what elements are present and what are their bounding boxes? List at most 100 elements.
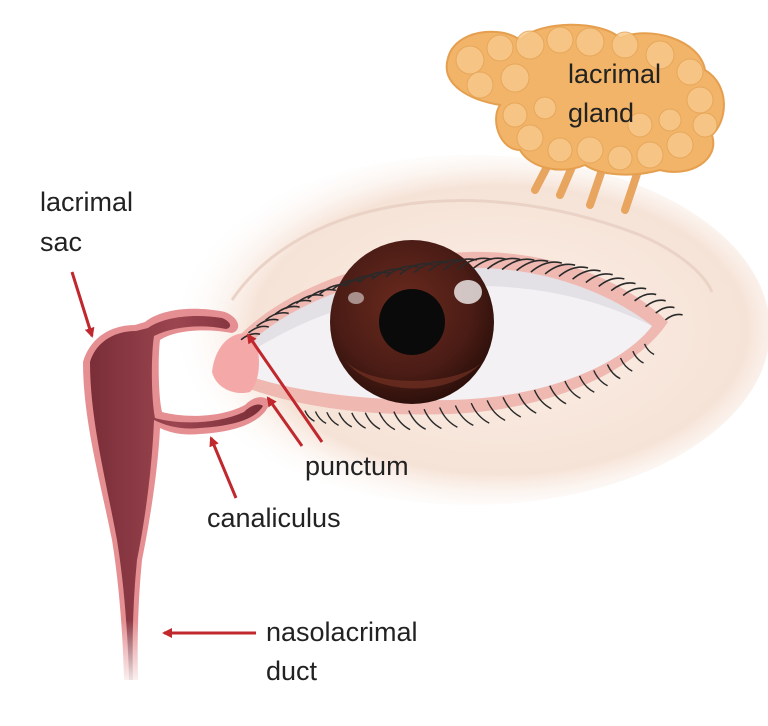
lower-eyelash <box>438 407 458 428</box>
lower-eyelash <box>549 385 567 405</box>
upper-eyelash <box>307 288 337 300</box>
lower-eyelash <box>564 380 581 399</box>
upper-eyelash <box>622 287 647 297</box>
gland-lobule <box>455 45 485 75</box>
gland-lobule <box>692 112 718 138</box>
arrow-punctum-lower <box>266 396 304 447</box>
lower-eyelash <box>643 343 655 356</box>
eye-reflection-small <box>348 292 364 304</box>
gland-ducts <box>531 156 644 214</box>
label-lacrimal-gland-line2: gland <box>568 98 635 128</box>
gland-lobule <box>666 131 694 159</box>
lower-eyelash <box>470 402 490 424</box>
lower-eyelash <box>486 400 506 421</box>
lower-eyelash <box>423 408 442 430</box>
upper-eyelash <box>558 266 589 277</box>
upper-eyelash <box>664 313 683 321</box>
gland-lobules <box>455 26 718 171</box>
gland-lobule <box>500 63 530 93</box>
lacrimal-gland <box>445 23 725 214</box>
lower-eyelashes <box>304 343 655 431</box>
gland-lobule <box>576 136 604 164</box>
upper-eyelash <box>585 273 613 284</box>
lower-eyelash <box>408 410 427 430</box>
gland-lobule <box>658 108 682 132</box>
upper-eyelash <box>457 257 492 270</box>
upper-eyelash <box>572 269 601 280</box>
upper-eyelash <box>598 277 625 287</box>
upper-eyelash <box>295 294 324 305</box>
label-nasolacrimal-duct-line2: duct <box>266 656 318 686</box>
upper-eyelash <box>385 265 419 278</box>
gland-lobule <box>611 31 639 59</box>
eyelid-crease <box>230 199 714 301</box>
eye-reflection-large <box>454 280 482 304</box>
upper-eyelash <box>256 318 279 328</box>
upper-eyelash <box>544 263 576 275</box>
gland-lobule <box>502 102 528 128</box>
gland-lobule <box>547 137 573 163</box>
lower-eyelash <box>338 412 353 428</box>
sclera-shadow <box>228 267 652 368</box>
upper-eyelash <box>399 262 434 275</box>
gland-lobule <box>466 71 494 99</box>
gland-lobule <box>486 34 514 62</box>
gland-lobule <box>515 30 545 60</box>
lower-eyelash <box>454 405 474 427</box>
arrow-punctum-upper <box>246 333 324 443</box>
gland-lobule <box>533 96 557 120</box>
lower-eyelash <box>593 370 608 387</box>
lower-eyelash <box>578 375 595 393</box>
label-lacrimal-sac-line1: lacrimal <box>40 187 134 217</box>
lower-eyelash <box>314 411 327 425</box>
gland-lobule <box>676 58 704 86</box>
upper-eyelash <box>530 261 563 273</box>
label-nasolacrimal-duct-line1: nasolacrimal <box>266 617 418 647</box>
lower-eyelash <box>632 350 644 364</box>
lower-eyelash <box>606 364 621 380</box>
lower-eyelash <box>533 389 552 410</box>
lacrimal-drainage-duct <box>83 308 270 690</box>
pupil <box>379 289 445 355</box>
lower-eyelash <box>364 412 381 430</box>
gland-lobule <box>627 112 653 138</box>
upper-eyelash <box>655 306 675 314</box>
lower-eyelash <box>326 411 339 426</box>
upper-eyelash <box>247 325 269 334</box>
upper-eyelash <box>357 271 391 284</box>
iris-lower-highlight <box>345 360 482 389</box>
upper-eyelash <box>501 258 535 271</box>
duct-fill <box>90 316 263 680</box>
upper-eyelash <box>516 259 549 272</box>
arrow-lacrimal-sac <box>70 271 95 338</box>
arrow-canaliculus <box>209 436 238 499</box>
gland-lobule <box>645 40 675 70</box>
label-canaliculus: canaliculus <box>207 503 341 533</box>
lower-eyelash <box>304 410 315 422</box>
upper-eyelash <box>472 257 507 270</box>
upper-eyelash <box>610 282 636 292</box>
label-lacrimal-gland-line1: lacrimal <box>568 59 662 89</box>
duct-fade <box>110 620 160 690</box>
label-lacrimal-sac-line2: sac <box>40 227 83 257</box>
upper-eyelash <box>634 293 657 302</box>
upper-eyelash <box>344 275 377 287</box>
lower-eyelash <box>619 357 633 372</box>
label-punctum: punctum <box>305 451 409 481</box>
gland-lobule <box>686 86 714 114</box>
lower-eyelash <box>351 412 366 429</box>
lower-eyelash <box>502 397 522 418</box>
lower-eyelash <box>518 393 537 414</box>
gland-lobule <box>636 141 664 169</box>
upper-eyelash <box>486 257 521 270</box>
upper-eyelash <box>371 268 405 281</box>
gland-lobule <box>607 145 633 171</box>
upper-eyelashes <box>240 257 683 341</box>
gland-lobule <box>546 26 574 54</box>
caruncle <box>212 333 259 394</box>
lower-eyelash <box>378 412 396 431</box>
lower-eyelash <box>393 411 411 431</box>
upper-eyelash <box>644 299 666 308</box>
